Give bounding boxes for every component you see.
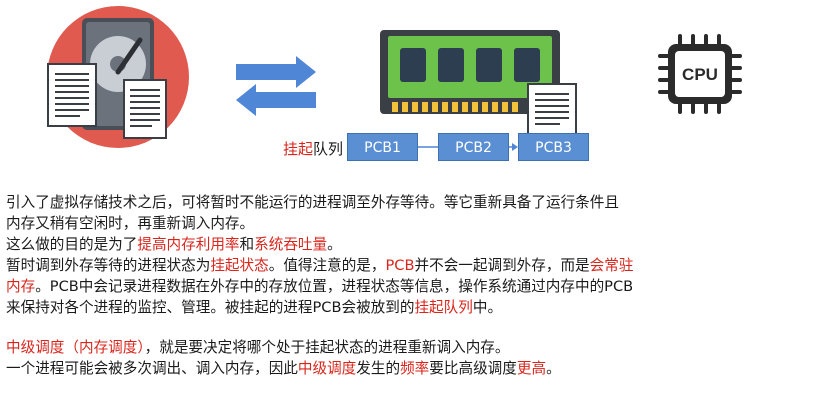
document-icon [47, 63, 97, 127]
highlight-text: 系统吞吐量 [254, 236, 328, 253]
highlight-text: 更高 [516, 360, 547, 377]
highlight-text: 挂起队列 [414, 299, 473, 316]
illustration: CPU [47, 6, 742, 151]
text-span: 发生的 [356, 360, 401, 377]
text-line: 引入了虚拟存储技术之后，可将暂时不能运行的进程调至外存等待。等它重新具备了运行条… [6, 192, 832, 213]
highlight-text: 挂起状态 [210, 257, 269, 274]
text-line: 内存。PCB中会记录进程数据在外存中的存放位置，进程状态等信息，操作系统通过内存… [6, 276, 832, 297]
suspend-queue-label: 挂起队列 [283, 138, 343, 159]
text-line: 来保持对各个进程的监控、管理。被挂起的进程PCB会被放到的挂起队列中。 [6, 297, 832, 318]
text-line: 一个进程可能会被多次调出、调入内存，因此中级调度发生的频率要比高级调度更高。 [6, 358, 832, 379]
cpu-label: CPU [682, 65, 718, 84]
highlight-text: 提高内存利用率 [137, 236, 240, 253]
text-line: 中级调度（内存调度），就是要决定将哪个处于挂起状态的进程重新调入内存。 [6, 337, 832, 358]
text-line: 暂时调到外存等待的进程状态为挂起状态。值得注意的是，PCB并不会一起调到外存，而… [6, 255, 832, 276]
text-span: 和 [239, 236, 255, 253]
text-span: 内存又稍有空闲时，再重新调入内存。 [6, 215, 255, 232]
text-span: 要比高级调度 [429, 360, 517, 377]
text-span: 。 [327, 236, 342, 253]
highlight-text: 内存 [6, 278, 36, 295]
text-span: ，就是要决定将哪个处于挂起状态的进程重新调入内存。 [144, 339, 510, 356]
queue-label-highlight: 挂起 [283, 140, 314, 158]
text-span: 。 [546, 360, 561, 377]
explanation-text: 引入了虚拟存储技术之后，可将暂时不能运行的进程调至外存等待。等它重新具备了运行条… [6, 192, 832, 379]
highlight-text: 频率 [400, 360, 430, 377]
text-span: 。值得注意的是， [268, 257, 386, 274]
highlight-text: 中级调度 [297, 360, 357, 377]
text-span: 引入了虚拟存储技术之后，可将暂时不能运行的进程调至外存等待。等它重新具备了运行条… [6, 194, 619, 211]
queue-label-rest: 队列 [313, 140, 344, 158]
text-span: 。PCB中会记录进程数据在外存中的存放位置，进程状态等信息，操作系统通过内存中的… [35, 278, 634, 295]
text-span: 这么做的目的是为了 [6, 236, 138, 253]
text-line: 内存又稍有空闲时，再重新调入内存。 [6, 213, 832, 234]
pcb-box-2: PCB2 [438, 133, 509, 161]
document-icon [123, 79, 167, 139]
document-icon [527, 83, 577, 143]
text-span: 中。 [472, 299, 503, 316]
highlight-text: PCB [385, 257, 415, 274]
cpu-chip-icon: CPU [658, 34, 742, 114]
text-span: 并不会一起调到外存，而是 [414, 257, 590, 274]
pcb-box-3: PCB3 [518, 133, 589, 161]
text-span: 一个进程可能会被多次调出、调入内存，因此 [6, 360, 298, 377]
paragraph-gap [6, 318, 832, 337]
swap-arrows-icon [236, 56, 316, 116]
memory-module-icon [380, 30, 560, 114]
pcb-box-1: PCB1 [347, 133, 418, 161]
text-span: 暂时调到外存等待的进程状态为 [6, 257, 211, 274]
highlight-text: 会常驻 [589, 257, 634, 274]
text-span: 来保持对各个进程的监控、管理。被挂起的进程PCB会被放到的 [6, 299, 415, 316]
text-line: 这么做的目的是为了提高内存利用率和系统吞吐量。 [6, 234, 832, 255]
highlight-text: 中级调度（内存调度） [6, 339, 145, 356]
